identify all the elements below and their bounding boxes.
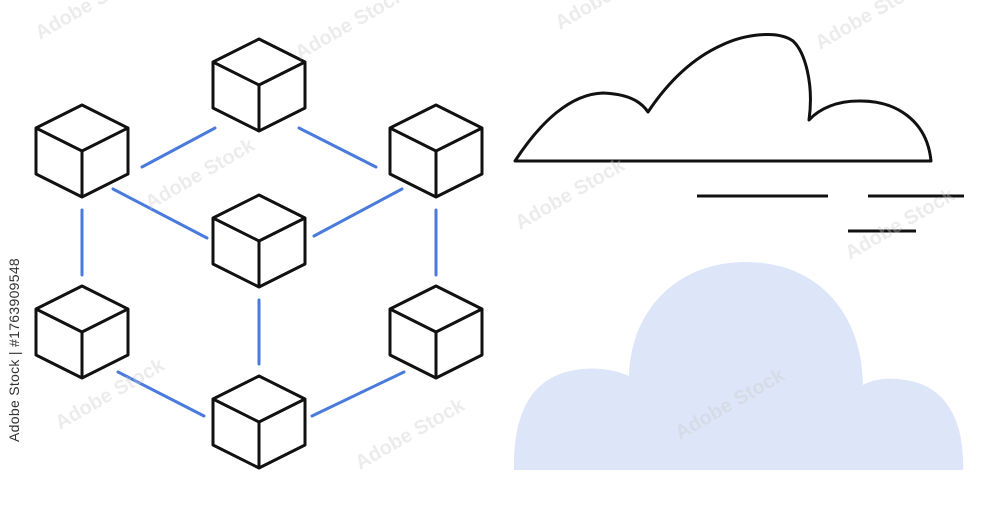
cube-icon [34,284,130,380]
network-connectors [80,126,438,418]
cloud-outline-icon [513,33,933,163]
watermark-text: Adobe Stock [292,0,410,64]
watermark-text: Adobe Stock [352,394,470,475]
stock-id-label: Adobe Stock | #1763909548 [6,258,22,442]
watermark-text: Adobe Stock [552,0,670,34]
connector-line [116,370,206,418]
network-cubes [34,37,484,470]
cube-icon [388,284,484,380]
cloud-filled-icon [513,262,964,470]
connector-line [140,126,217,169]
cube-icon [34,103,130,199]
wind-lines [697,194,964,233]
watermark-text: Adobe Stock [812,0,930,54]
watermark-text: Adobe Stock [32,0,150,44]
watermark-text: Adobe Stock [512,154,630,235]
connector-line [297,126,378,169]
connector-line [310,370,406,418]
connector-line [111,187,209,240]
cube-icon [211,374,307,470]
cube-icon [211,37,307,133]
cube-icon [388,103,484,199]
connector-line [312,187,404,238]
cube-icon [211,193,307,289]
